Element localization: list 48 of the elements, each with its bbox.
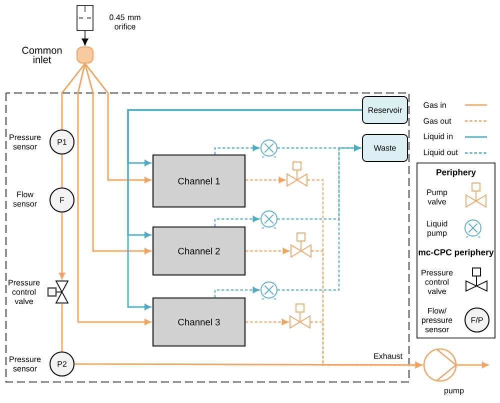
pipe-arrow bbox=[127, 109, 362, 310]
component-label: Common inlet bbox=[22, 46, 62, 64]
pipe-arrow bbox=[214, 216, 260, 226]
pump-valve bbox=[290, 304, 310, 329]
liquid-pump bbox=[260, 140, 278, 158]
orifice-box bbox=[76, 5, 94, 31]
legend-heading: mc-CPC periphery bbox=[418, 248, 494, 258]
component-label: Pressure sensor bbox=[10, 134, 41, 150]
pipe-arrow bbox=[310, 321, 422, 368]
tank-box: Waste bbox=[362, 134, 408, 162]
control-valve bbox=[48, 280, 69, 304]
component-label: 0.45 mm orifice bbox=[110, 14, 140, 30]
pipe-arrow bbox=[84, 63, 151, 183]
pump-valve bbox=[286, 162, 308, 187]
channel-box: Channel 3 bbox=[152, 297, 246, 347]
legend-label: Gas out bbox=[424, 118, 452, 124]
pipe-arrow bbox=[214, 144, 260, 154]
legend-label: Liquid in bbox=[424, 133, 453, 141]
legend-label: Pump valve bbox=[427, 190, 448, 204]
pump bbox=[423, 348, 458, 382]
component-label: Flow sensor bbox=[13, 191, 37, 207]
pipe-arrow bbox=[246, 176, 286, 184]
channel-box: Channel 2 bbox=[152, 226, 246, 276]
legend-label: Pressure control valve bbox=[422, 270, 453, 294]
pipe-arrow bbox=[77, 63, 151, 325]
pump-valve bbox=[290, 232, 312, 258]
channel-box: Channel 1 bbox=[152, 154, 246, 208]
pipe-arrow bbox=[277, 144, 361, 291]
legend-label: Flow/ pressure sensor bbox=[422, 308, 452, 332]
legend-heading: Periphery bbox=[436, 168, 476, 178]
legend-label: Liquid pump bbox=[426, 220, 448, 238]
tank-box: Reservoir bbox=[362, 96, 408, 124]
pipe-arrow bbox=[82, 30, 88, 46]
component-label: pump bbox=[444, 389, 464, 395]
edge-label: Exhaust bbox=[372, 352, 404, 360]
legend-label: Gas in bbox=[424, 102, 446, 108]
pipe-arrow bbox=[59, 212, 65, 279]
pipe-arrow bbox=[246, 318, 288, 326]
component-label: Pressure control valve bbox=[8, 280, 40, 304]
pipe-arrow bbox=[214, 286, 260, 298]
liquid-pump bbox=[260, 282, 278, 300]
pipe-arrow bbox=[84, 63, 151, 254]
liquid-pump bbox=[260, 210, 278, 229]
pipe-arrow bbox=[456, 362, 488, 368]
inlet-box bbox=[76, 46, 94, 64]
component-label: Pressure sensor bbox=[10, 356, 41, 372]
pipe-arrow bbox=[246, 248, 290, 254]
legend-label: Liquid out bbox=[424, 149, 458, 157]
